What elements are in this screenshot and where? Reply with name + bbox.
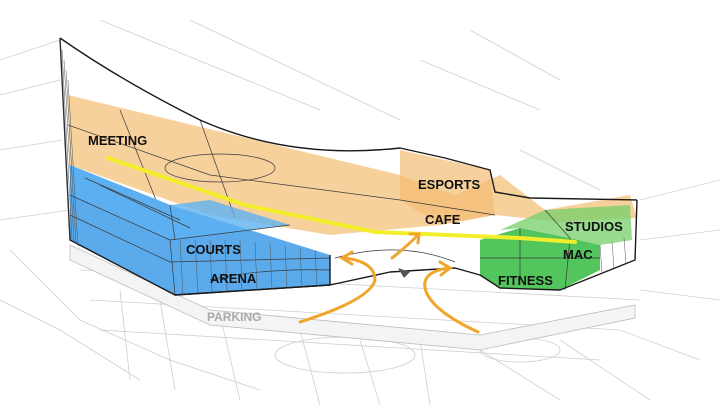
entry-arrow-up-head xyxy=(408,232,421,245)
orange-zone xyxy=(67,95,637,235)
entry-arrow-left xyxy=(298,256,377,324)
entry-arrow-up xyxy=(390,233,420,260)
blue-zone xyxy=(69,165,331,296)
entry-arrows xyxy=(298,232,480,334)
label-courts: COURTS xyxy=(186,242,241,257)
label-cafe: CAFE xyxy=(425,212,461,227)
circulation-path xyxy=(106,156,577,244)
label-fitness: FITNESS xyxy=(498,273,553,288)
entry-arrow-right xyxy=(423,266,480,334)
facade-fins xyxy=(61,49,627,296)
label-studios: STUDIOS xyxy=(565,219,623,234)
site-context xyxy=(0,19,720,405)
label-mac: MAC xyxy=(563,247,593,262)
label-arena: ARENA xyxy=(210,271,257,286)
stair-marker xyxy=(398,268,410,278)
entry-arrow-left-head xyxy=(339,250,354,266)
parking-podium xyxy=(69,244,636,351)
label-esports: ESPORTS xyxy=(418,177,480,192)
building-outline xyxy=(59,37,638,296)
entry-arrow-right-head xyxy=(438,260,453,277)
label-parking: PARKING xyxy=(207,310,261,324)
zone-labels: MEETING ESPORTS CAFE STUDIOS MAC COURTS … xyxy=(88,133,623,324)
label-meeting: MEETING xyxy=(88,133,147,148)
